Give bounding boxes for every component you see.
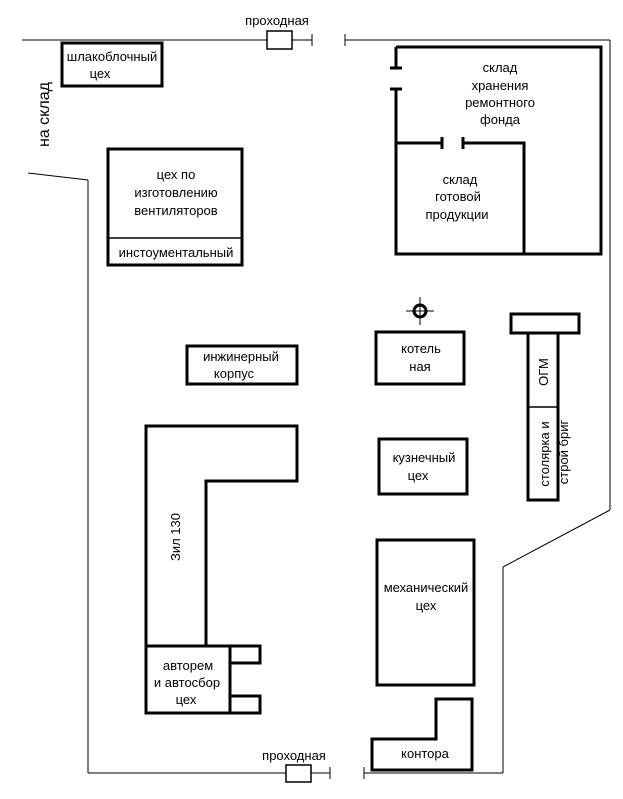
repair-fund-label-2: хранения	[472, 78, 529, 93]
repair-fund-label-4: фонда	[480, 112, 521, 127]
zil-130-label: Зил 130	[168, 513, 183, 561]
slag-block-label-2: цех	[90, 66, 111, 81]
fan-manufacturing-shop: цех по изготовлению вентиляторов инстоум…	[106, 147, 244, 267]
slag-block-shop: шлакоблочный цех	[60, 41, 164, 88]
repair-fund-warehouse: склад хранения ремонтного фонда	[390, 45, 603, 256]
auto-repair-label-2: и автосбор	[154, 675, 220, 690]
slag-block-label-1: шлакоблочный	[67, 49, 157, 64]
auto-repair-shop: авторем и автосбор цех	[144, 644, 262, 715]
finished-goods-label-1: склад	[443, 172, 478, 187]
to-warehouse-label: на склад	[36, 81, 53, 147]
ogm-label: ОГМ	[536, 358, 551, 386]
boiler-house: котель ная	[374, 330, 466, 386]
auto-repair-label-1: авторем	[163, 658, 213, 673]
tool-shop-label: инстоументальный	[119, 245, 234, 260]
finished-goods-label-3: продукции	[426, 207, 489, 222]
auto-repair-label-3: цех	[176, 692, 197, 707]
finished-goods-label-2: готовой	[435, 189, 481, 204]
perimeter-fence	[22, 34, 611, 779]
office-building: контора	[370, 697, 474, 772]
carpentry-label-1: столярка и	[537, 421, 552, 486]
engineering-label-2: корпус	[214, 366, 255, 381]
ogm-building: ОГМ столярка и строй бриг	[509, 312, 581, 502]
forge-label-1: кузнечный	[393, 450, 456, 465]
mechanical-shop: механический цех	[375, 538, 476, 687]
fan-shop-label-2: изготовлению	[134, 185, 218, 200]
carpentry-label-2: строй бриг	[556, 420, 571, 485]
zil-130-building: Зил 130	[144, 424, 299, 648]
boiler-label-2: ная	[409, 359, 430, 374]
engineering-label-1: инжинерный	[203, 349, 279, 364]
forge-label-2: цех	[408, 468, 429, 483]
fan-shop-label-3: вентиляторов	[134, 203, 218, 218]
boiler-label-1: котель	[401, 341, 441, 356]
gate-top-label: проходная	[245, 13, 309, 28]
office-label: контора	[401, 746, 450, 761]
fan-shop-label-1: цех по	[157, 167, 196, 182]
forge-shop: кузнечный цех	[377, 437, 469, 496]
finished-goods-warehouse: склад готовой продукции	[394, 137, 526, 256]
repair-fund-label-1: склад	[483, 60, 518, 75]
mechanical-label-2: цех	[416, 598, 437, 613]
chimney-symbol	[406, 297, 434, 325]
gate-bottom	[285, 764, 312, 783]
engineering-building: инжинерный корпус	[185, 344, 299, 386]
gate-top	[266, 30, 293, 50]
mechanical-label-1: механический	[384, 580, 469, 595]
gate-bottom-label: проходная	[262, 748, 326, 763]
repair-fund-label-3: ремонтного	[465, 95, 535, 110]
